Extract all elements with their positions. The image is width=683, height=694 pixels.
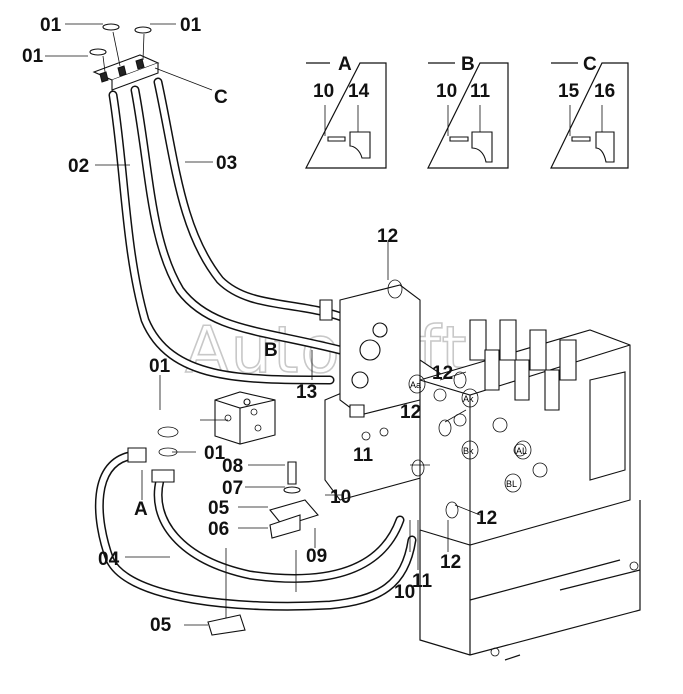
callout-09: 09 bbox=[306, 546, 327, 567]
callout-01-top-left: 01 bbox=[40, 15, 62, 36]
callout-11-upper: 11 bbox=[353, 445, 374, 466]
detail-c-right: 16 bbox=[594, 81, 615, 102]
callout-labels: 01 01 01 C 02 03 12 B 01 12 13 12 01 11 … bbox=[22, 15, 497, 636]
detail-b-title: B bbox=[461, 54, 475, 75]
callout-12-mid: 12 bbox=[400, 402, 421, 423]
callout-05-lower: 05 bbox=[150, 615, 172, 636]
callout-06: 06 bbox=[208, 519, 229, 540]
lower-fittings bbox=[127, 447, 178, 483]
detail-c-title: C bbox=[583, 54, 597, 75]
detail-box-b: B 10 11 bbox=[427, 54, 509, 169]
callout-12-top: 12 bbox=[377, 226, 398, 247]
leader-lines bbox=[45, 23, 481, 626]
detail-box-a: A 10 14 bbox=[305, 54, 387, 169]
valve-stand bbox=[419, 500, 641, 661]
callout-01-top-right: 01 bbox=[180, 15, 202, 36]
callout-01-left: 01 bbox=[22, 46, 44, 67]
hose-set-upper bbox=[108, 77, 355, 385]
callout-13: 13 bbox=[296, 382, 317, 403]
callout-12-lower-right: 12 bbox=[476, 508, 497, 529]
detail-b-right: 11 bbox=[470, 81, 491, 102]
port-ak: Ak bbox=[463, 394, 474, 404]
callout-11-lower: 11 bbox=[412, 571, 433, 592]
detail-b-left: 10 bbox=[436, 81, 457, 102]
callout-b: B bbox=[264, 340, 278, 361]
port-aa: Aa bbox=[410, 380, 421, 390]
callout-01-lower: 01 bbox=[204, 443, 226, 464]
hose-set-lower bbox=[94, 450, 417, 611]
port-bl: BL bbox=[506, 479, 517, 489]
detail-a-right: 14 bbox=[348, 81, 370, 102]
callout-03: 03 bbox=[216, 153, 237, 174]
upper-fitting-cluster bbox=[89, 23, 160, 91]
callout-10-upper: 10 bbox=[330, 487, 351, 508]
o-rings bbox=[157, 279, 467, 519]
callout-01-mid: 01 bbox=[149, 356, 171, 377]
callout-02: 02 bbox=[68, 156, 89, 177]
callout-c: C bbox=[214, 87, 228, 108]
callout-a: A bbox=[134, 499, 148, 520]
control-valve bbox=[419, 319, 631, 546]
clamp-parts bbox=[207, 461, 319, 636]
detail-box-c: C 15 16 bbox=[550, 54, 629, 169]
detail-c-left: 15 bbox=[558, 81, 580, 102]
valve-block bbox=[214, 391, 276, 445]
port-bk: Bk bbox=[463, 446, 474, 456]
detail-a-left: 10 bbox=[313, 81, 334, 102]
callout-12-upper-right: 12 bbox=[432, 363, 453, 384]
callout-04: 04 bbox=[98, 549, 120, 570]
detail-a-title: A bbox=[338, 54, 352, 75]
callout-08: 08 bbox=[222, 456, 243, 477]
callout-05-upper: 05 bbox=[208, 498, 230, 519]
callout-12-bottom: 12 bbox=[440, 552, 461, 573]
callout-10-lower: 10 bbox=[394, 582, 415, 603]
callout-07: 07 bbox=[222, 478, 243, 499]
port-markers: Aa Ak Bk AL BL bbox=[408, 374, 532, 493]
port-al: AL bbox=[516, 446, 527, 456]
